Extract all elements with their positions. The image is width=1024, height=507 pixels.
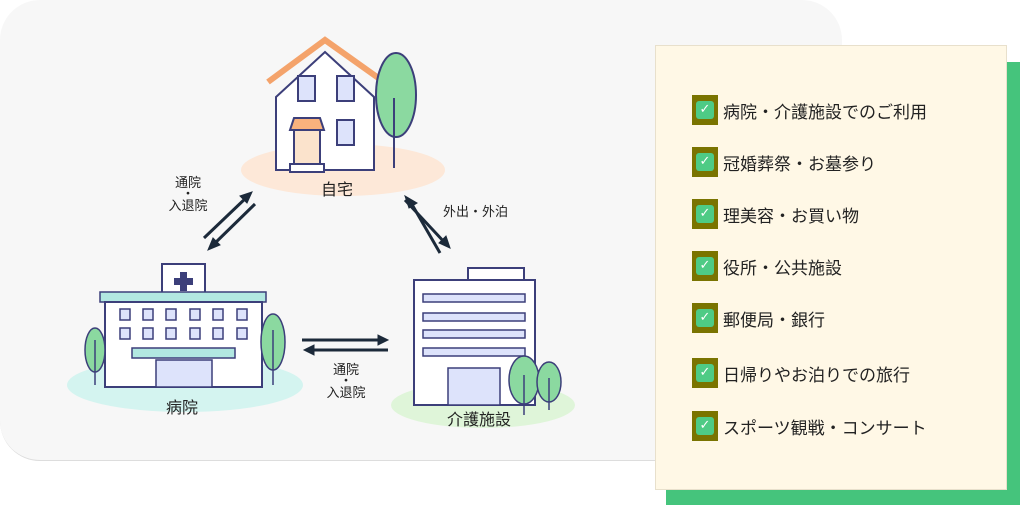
hospital-illustration xyxy=(67,263,303,412)
node-hospital-label: 病院 xyxy=(166,398,199,417)
arrow-care-to-home xyxy=(408,200,442,254)
checklist-item-label: 冠婚葬祭・お墓参り xyxy=(723,154,876,175)
arrow-home-to-hospital xyxy=(210,202,257,248)
checklist-item: ✓理美容・お買い物 xyxy=(692,199,859,229)
node-home-label: 自宅 xyxy=(321,180,354,199)
edge-label-line: ・ xyxy=(181,187,195,202)
checklist-item: ✓郵便局・銀行 xyxy=(692,303,825,333)
edge-label-line: 入退院 xyxy=(168,199,208,214)
edge-label-line: 通院 xyxy=(174,176,201,191)
checklist-item-label: 役所・公共施設 xyxy=(723,258,842,279)
edge-label-line: 入退院 xyxy=(326,386,366,401)
checklist-item-label: 理美容・お買い物 xyxy=(723,206,859,227)
care-facility-illustration xyxy=(391,267,575,428)
care-flow-diagram xyxy=(67,36,575,428)
edge-label-home-hospital: 通院 ・ 入退院 xyxy=(162,176,214,214)
checklist-item-label: スポーツ観戦・コンサート xyxy=(723,418,927,439)
checkbox-checked-icon: ✓ xyxy=(692,251,718,281)
home-illustration xyxy=(241,36,445,196)
checklist-item: ✓冠婚葬祭・お墓参り xyxy=(692,147,876,177)
flow-arrows xyxy=(202,191,451,356)
checklist-item-label: 郵便局・銀行 xyxy=(723,310,825,331)
checklist-item: ✓病院・介護施設でのご利用 xyxy=(692,95,927,125)
checkbox-checked-icon: ✓ xyxy=(692,199,718,229)
arrow-hospital-to-home xyxy=(202,194,250,240)
checkbox-checked-icon: ✓ xyxy=(692,303,718,333)
checklist-item-label: 日帰りやお泊りでの旅行 xyxy=(723,365,910,386)
usage-checklist-card: ✓病院・介護施設でのご利用 ✓冠婚葬祭・お墓参り ✓理美容・お買い物 ✓役所・公… xyxy=(655,45,1007,490)
arrow-home-to-care xyxy=(403,198,448,246)
node-care-facility-label: 介護施設 xyxy=(447,410,512,429)
edge-label-line: 通院 xyxy=(332,363,359,378)
checklist-item: ✓日帰りやお泊りでの旅行 xyxy=(692,358,910,388)
checklist-item: ✓役所・公共施設 xyxy=(692,251,842,281)
edge-label-line: ・ xyxy=(339,374,353,389)
checklist-item-label: 病院・介護施設でのご利用 xyxy=(723,102,927,123)
checkbox-checked-icon: ✓ xyxy=(692,147,718,177)
checkbox-checked-icon: ✓ xyxy=(692,358,718,388)
edge-label-hospital-care: 通院 ・ 入退院 xyxy=(320,363,372,401)
edge-label-home-care: 外出・外泊 xyxy=(443,205,509,220)
checklist-item: ✓スポーツ観戦・コンサート xyxy=(692,411,927,441)
checkbox-checked-icon: ✓ xyxy=(692,411,718,441)
checkbox-checked-icon: ✓ xyxy=(692,95,718,125)
